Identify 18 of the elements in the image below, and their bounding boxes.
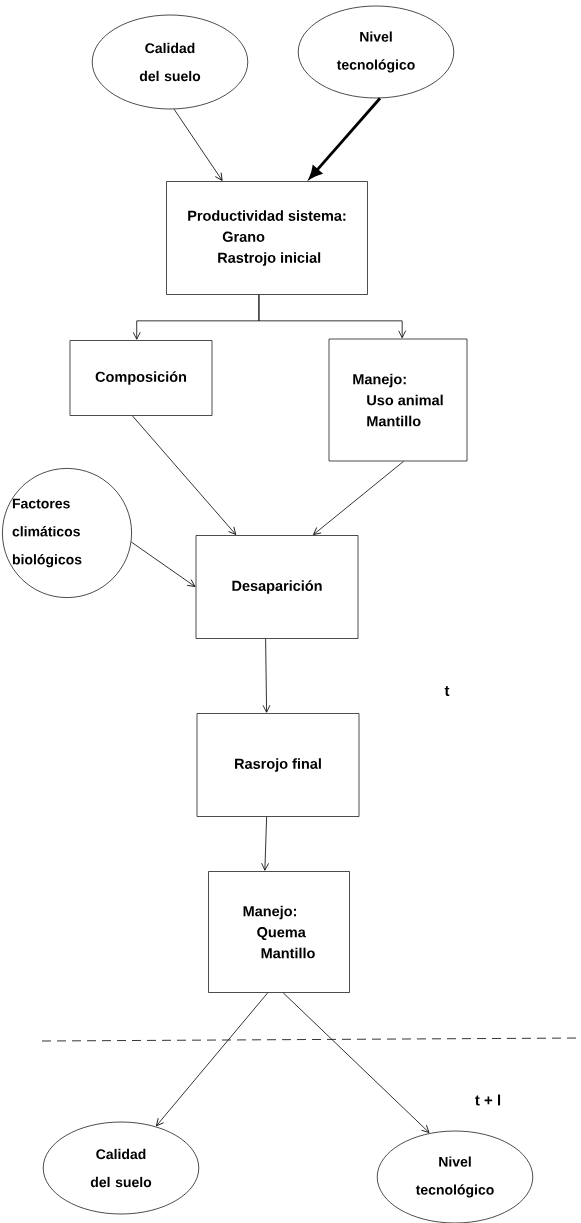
arrow <box>173 108 223 181</box>
arrow <box>262 638 271 713</box>
process-box: Composición <box>69 340 213 416</box>
arrow <box>309 97 382 179</box>
time-label: t + l <box>475 1094 501 1106</box>
process-box: Rasrojo final <box>196 713 360 817</box>
arrow <box>313 460 404 535</box>
process-box: Desaparición <box>195 535 359 639</box>
arrow <box>130 541 196 587</box>
arrow <box>258 294 407 339</box>
process-box: Productividad sistema: Grano Rastrojo inicial <box>166 181 368 295</box>
arrow <box>282 992 430 1133</box>
process-box: Manejo: Quema Mantillo <box>208 871 350 993</box>
arrow <box>156 992 269 1127</box>
time-label: t <box>444 686 450 696</box>
arrow <box>261 816 269 871</box>
process-box: Manejo: Uso animal Mantillo <box>328 338 468 462</box>
arrow <box>132 415 237 535</box>
